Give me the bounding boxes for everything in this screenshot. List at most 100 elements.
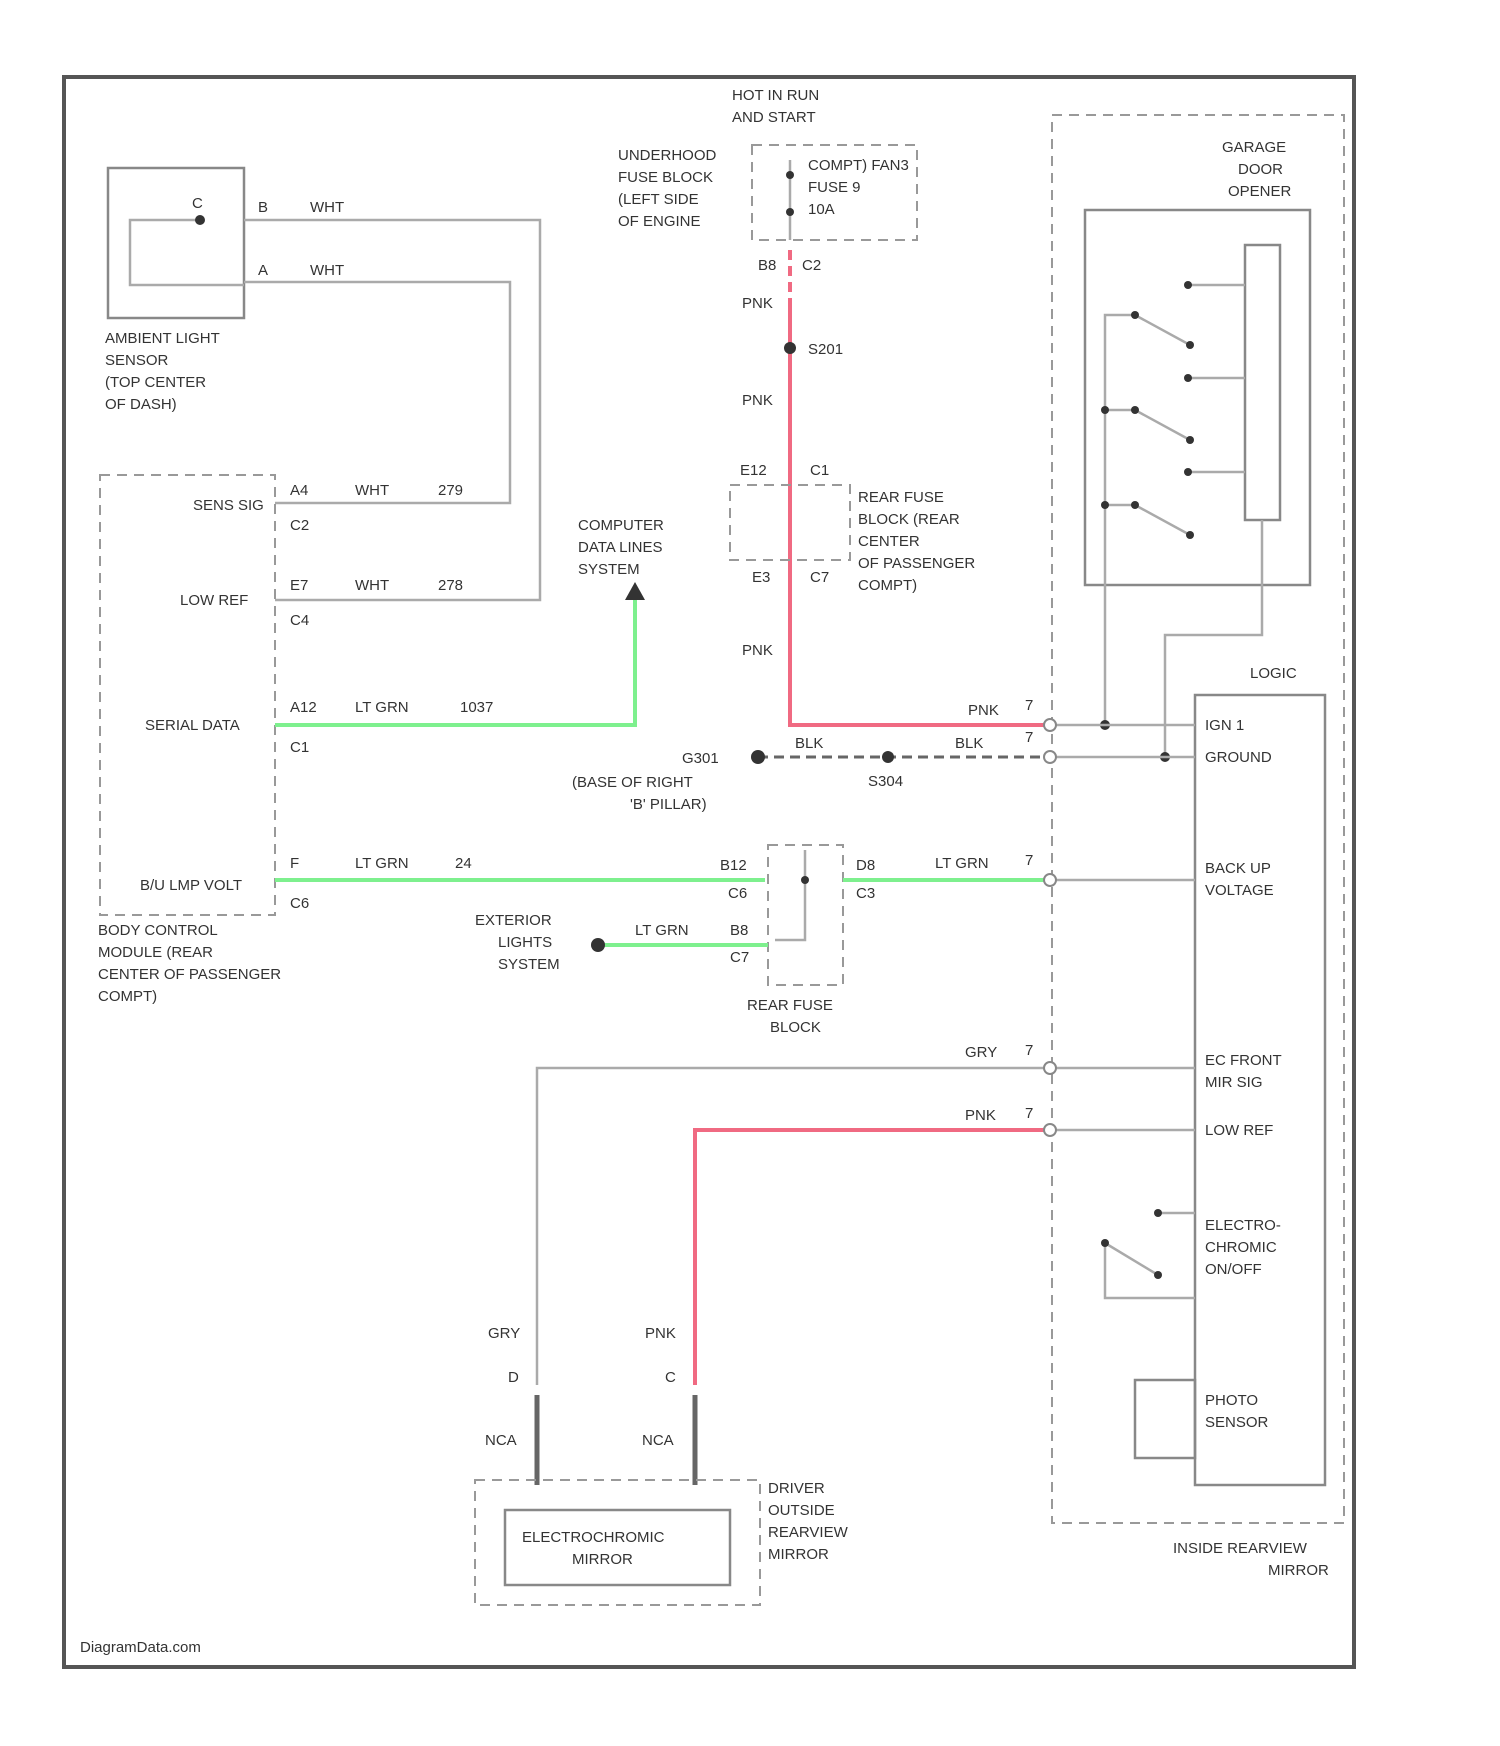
ckt-1037: 1037 [460, 699, 493, 716]
wire-code-ltgrn-mir: LT GRN [935, 855, 989, 872]
garage-common [1105, 315, 1135, 725]
drv-pin-c: C [665, 1369, 676, 1386]
drv-pin-d: D [508, 1369, 519, 1386]
rfb-jumper [775, 850, 805, 940]
ec-onoff-switch [1105, 1213, 1195, 1298]
ec-mirror-element [505, 1510, 730, 1585]
driver-mirror-label: DRIVER OUTSIDE REARVIEW MIRROR [768, 1480, 852, 1563]
wire-code-gry-1: GRY [965, 1044, 997, 1061]
hot-run-start-label: HOT IN RUN AND START [732, 87, 823, 126]
wire-code-wht-b: WHT [310, 199, 344, 216]
bcm-serial-data: SERIAL DATA [145, 717, 240, 734]
fuse-compt-label: COMPT) FAN3 FUSE 9 10A [808, 157, 913, 218]
wire-code-pnk-5: PNK [965, 1107, 996, 1124]
logic-ec-onoff: ELECTRO- CHROMIC ON/OFF [1205, 1217, 1285, 1278]
bcm-label: BODY CONTROL MODULE (REAR CENTER OF PASS… [98, 922, 285, 1005]
pin-sensor-b: B [258, 199, 268, 216]
wire-code-blk-2: BLK [955, 735, 983, 752]
conn-bu [1044, 874, 1056, 886]
wire-wht-a [244, 282, 510, 503]
sensor-element [130, 220, 244, 285]
sw-end-3 [1186, 531, 1194, 539]
splice-s304-label: S304 [868, 773, 903, 790]
mirror-terminals [1045, 725, 1195, 1130]
wire-code-wht-a: WHT [310, 262, 344, 279]
mir-pin-gnd: 7 [1025, 729, 1033, 746]
rfb-d8: D8 [856, 857, 875, 874]
ec-sw-pivot [1101, 1239, 1109, 1247]
bcm-c4-pin: E7 [290, 577, 308, 594]
photo-sensor-element [1135, 1380, 1195, 1458]
sw-pivot-3 [1131, 501, 1139, 509]
bcm-low-ref: LOW REF [180, 592, 248, 609]
bcm-c2-pin: A4 [290, 482, 308, 499]
rfb-e12: E12 [740, 462, 767, 479]
rfb-c3: C3 [856, 885, 875, 902]
rfb-b8: B8 [730, 922, 748, 939]
logic-label: LOGIC [1250, 665, 1297, 682]
rfb-c7: C7 [810, 569, 829, 586]
mir-pin-lowref: 7 [1025, 1105, 1033, 1122]
inside-mirror-label: INSIDE REARVIEW MIRROR [1173, 1540, 1329, 1579]
rfb-c1: C1 [810, 462, 829, 479]
sw-junction-2 [1101, 406, 1109, 414]
rfb-e3: E3 [752, 569, 770, 586]
sw-pivot-2 [1131, 406, 1139, 414]
garage-switch-1 [1135, 285, 1245, 378]
wire-code-ltgrn-ext: LT GRN [635, 922, 689, 939]
wire-code-ltgrn-bu: LT GRN [355, 855, 409, 872]
rfb-c7b: C7 [730, 949, 749, 966]
bcm-box [100, 475, 275, 915]
wire-code-gry-2: GRY [488, 1325, 520, 1342]
ckt-278: 278 [438, 577, 463, 594]
garage-door-opener-box [1085, 210, 1310, 585]
exterior-lights-arrow-icon [591, 938, 605, 952]
pin-sensor-a: A [258, 262, 268, 279]
inside-mirror-box [1052, 115, 1344, 1523]
sw-junction-3 [1101, 501, 1109, 509]
sw-end-1 [1186, 341, 1194, 349]
conn-ign [1044, 719, 1056, 731]
wire-pnk-low-ref [695, 1130, 1045, 1385]
bcm-c1: C1 [290, 739, 309, 756]
wire-serial-data [275, 595, 635, 725]
logic-ign1: IGN 1 [1205, 717, 1244, 734]
ec-sw-contact [1154, 1209, 1162, 1217]
sw-pivot-1 [1131, 311, 1139, 319]
ambient-light-sensor-box [108, 168, 244, 318]
fuse-b8: B8 [758, 257, 776, 274]
mir-pin-ec: 7 [1025, 1042, 1033, 1059]
bcm-c6: C6 [290, 895, 309, 912]
bcm-c1-pin: A12 [290, 699, 317, 716]
underhood-fuse-label: UNDERHOOD FUSE BLOCK (LEFT SIDE OF ENGIN… [618, 147, 721, 230]
sw-end-2 [1186, 436, 1194, 444]
ckt-279: 279 [438, 482, 463, 499]
garage-switch-3 [1135, 505, 1190, 535]
ec-sw-end [1154, 1271, 1162, 1279]
mir-pin-ign: 7 [1025, 697, 1033, 714]
ground-g301 [751, 750, 765, 764]
logic-ec-sig: EC FRONT MIR SIG [1205, 1052, 1286, 1091]
rfb-b12: B12 [720, 857, 747, 874]
wire-code-nca-1: NCA [485, 1432, 517, 1449]
splice-s201-label: S201 [808, 341, 843, 358]
fuse-terminal-top [786, 171, 794, 179]
bcm-c6-pin: F [290, 855, 299, 872]
serial-arrow-icon [625, 582, 645, 600]
garage-door-label: GARAGE DOOR OPENER [1222, 139, 1292, 200]
wire-code-nca-2: NCA [642, 1432, 674, 1449]
conn-ec [1044, 1062, 1056, 1074]
exterior-lights-label: EXTERIOR LIGHTS SYSTEM [475, 912, 560, 973]
wire-code-pnk-6: PNK [645, 1325, 676, 1342]
wire-code-pnk-3: PNK [742, 642, 773, 659]
ckt-24: 24 [455, 855, 472, 872]
wire-code-blk-1: BLK [795, 735, 823, 752]
sw-contact-1 [1184, 281, 1192, 289]
wire-code-pnk-4: PNK [968, 702, 999, 719]
watermark: DiagramData.com [80, 1639, 201, 1656]
conn-lowref [1044, 1124, 1056, 1136]
sw-contact-3 [1184, 468, 1192, 476]
ground-location-label: (BASE OF RIGHT 'B' PILLAR) [572, 774, 707, 813]
ground-g301-label: G301 [682, 750, 719, 767]
